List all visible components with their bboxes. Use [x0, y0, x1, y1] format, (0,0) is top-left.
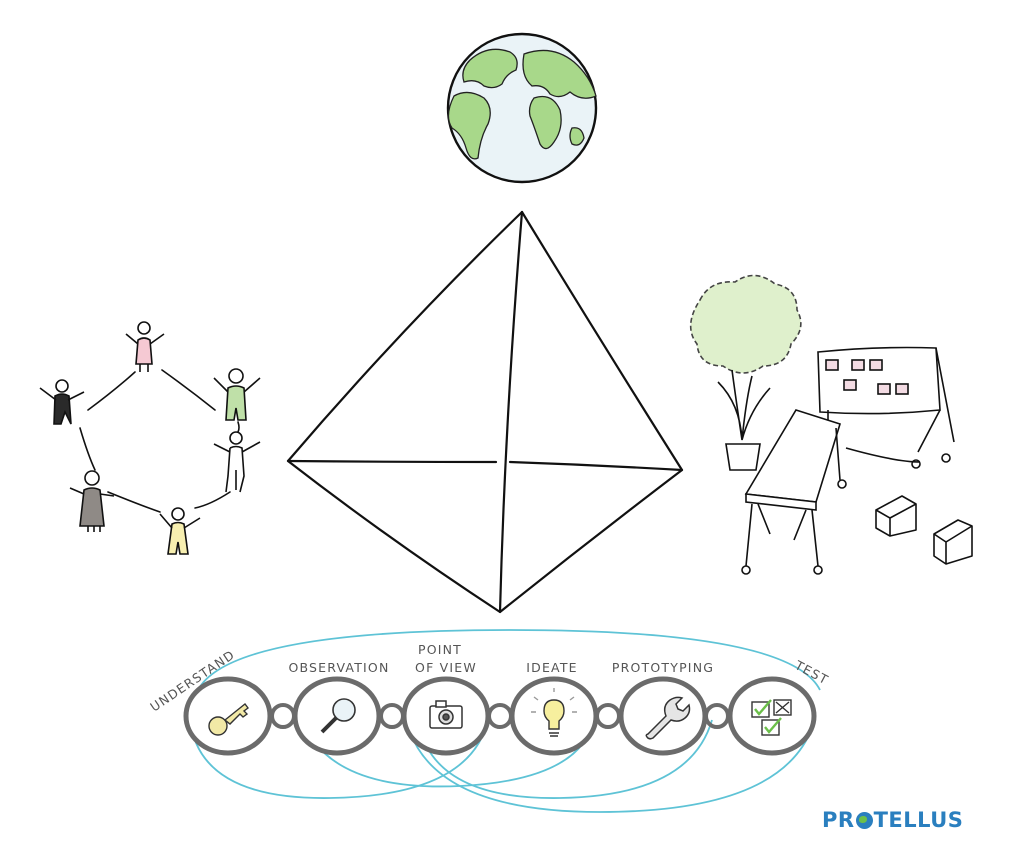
step-ring-test	[727, 676, 817, 756]
logo-text-start: PR	[822, 808, 855, 832]
lightbulb-icon	[531, 688, 577, 737]
wrench-icon	[645, 696, 691, 740]
step-label-observation: OBSERVATION	[288, 660, 389, 675]
camera-icon	[429, 700, 463, 729]
process-chain: UNDERSTAND OBSERVATION POINT OF VIEW IDE…	[147, 642, 832, 756]
cube-1	[875, 495, 917, 537]
step-label-point-of-view-2: OF VIEW	[415, 660, 477, 675]
people-network	[79, 369, 240, 513]
step-label-prototyping: PROTOTYPING	[612, 660, 714, 675]
plant	[689, 274, 802, 471]
whiteboard	[817, 346, 955, 469]
table	[741, 409, 847, 575]
step-label-point-of-view-1: POINT	[418, 642, 462, 657]
step-ring-prototyping	[618, 676, 708, 756]
step-label-test: TEST	[792, 657, 832, 688]
process-loops	[189, 629, 821, 813]
person-green	[213, 368, 261, 421]
globe	[446, 32, 598, 184]
person-yellow	[159, 507, 201, 555]
person-grey	[69, 470, 115, 532]
person-pink	[125, 321, 165, 372]
key-icon	[208, 703, 249, 736]
step-label-ideate: IDEATE	[526, 660, 578, 675]
magnifier-icon	[320, 698, 356, 734]
tetrahedron	[286, 210, 684, 614]
protellus-logo: PR TELLUS	[822, 808, 963, 832]
checklist-icon	[751, 699, 792, 736]
step-ring-understand	[183, 676, 273, 756]
logo-globe-icon	[855, 812, 873, 829]
person-black	[39, 379, 85, 425]
logo-text-end: TELLUS	[873, 808, 964, 832]
cube-2	[933, 519, 973, 565]
person-outline	[213, 431, 261, 493]
